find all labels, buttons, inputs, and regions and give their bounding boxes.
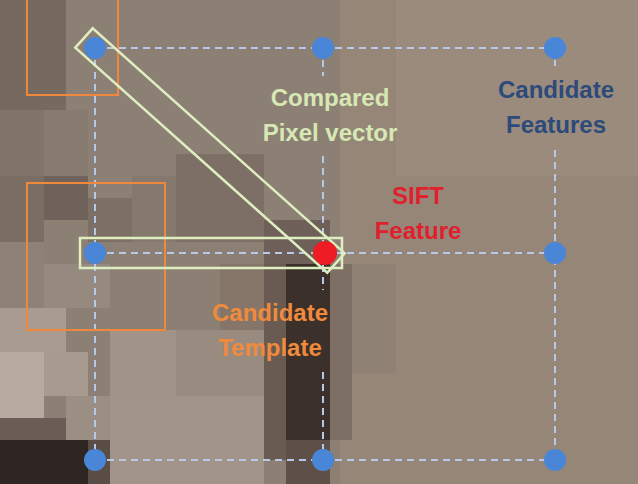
- pixel-background: [132, 176, 176, 242]
- compared-pixel-vector: [75, 28, 344, 272]
- pixel-background: [0, 352, 44, 418]
- vector-label: Compared Pixel vector: [244, 80, 416, 150]
- candidate-feature-dot: [84, 449, 106, 471]
- pixel-background: [0, 440, 88, 484]
- pixel-background: [0, 176, 44, 242]
- pixel-background: [66, 396, 110, 440]
- candidate-feature-dot: [84, 242, 106, 264]
- pixel-background: [352, 264, 396, 374]
- dashed-grid: [322, 372, 324, 460]
- dashed-grid: [554, 150, 556, 460]
- pixel-background: [44, 264, 110, 308]
- compared-pixel-vector: [75, 28, 344, 272]
- pixel-background: [0, 418, 66, 440]
- pixel-background: [110, 330, 176, 396]
- candidate-feature-dot: [544, 242, 566, 264]
- pixel-background: [330, 264, 352, 440]
- compared-pixel-vector: [80, 238, 342, 268]
- pixel-background: [396, 0, 638, 176]
- candidate-template-box: [27, 183, 165, 330]
- pixel-background: [0, 110, 44, 176]
- pixel-background: [0, 242, 44, 308]
- pixel-background: [44, 110, 88, 176]
- template-label: Candidate Template: [202, 295, 338, 365]
- candidate-template-box: [27, 0, 165, 330]
- pixel-background: [110, 396, 264, 484]
- pixel-background: [264, 264, 286, 460]
- candidate-template-box: [27, 0, 118, 95]
- pixel-background: [0, 0, 66, 110]
- candidate-feature-dot: [84, 37, 566, 471]
- pixel-background: [176, 154, 264, 242]
- candidate-feature-dot: [312, 449, 334, 471]
- candidate-feature-dot: [84, 37, 106, 59]
- sift-feature-dot: [313, 241, 337, 265]
- candidate-feature-dot: [312, 37, 334, 59]
- features-label: Candidate Features: [485, 72, 627, 142]
- sift-label: SIFT Feature: [362, 178, 474, 248]
- candidate-feature-dot: [544, 37, 566, 59]
- pixel-background: [340, 0, 638, 484]
- pixel-background: [44, 352, 88, 396]
- candidate-feature-dot: [544, 449, 566, 471]
